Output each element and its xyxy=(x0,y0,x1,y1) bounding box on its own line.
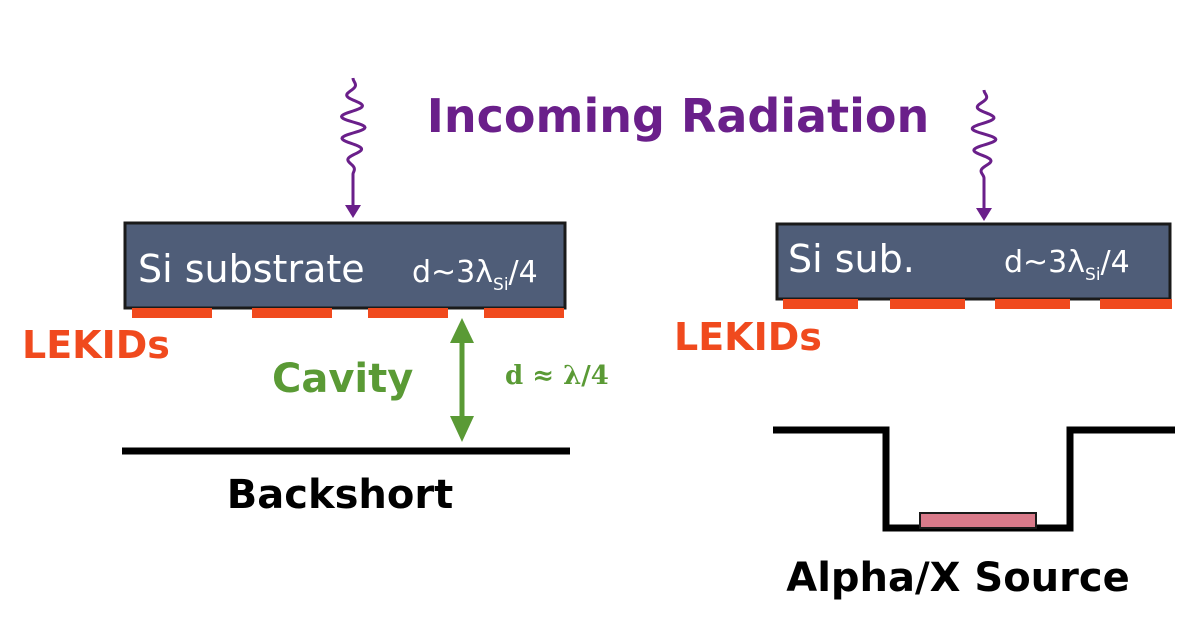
lekids-right-label: LEKIDs xyxy=(674,315,822,359)
si-substrate-left-label: Si substrate xyxy=(138,247,365,291)
lekid-strip-left-2 xyxy=(252,308,332,318)
lekid-strip-right-2 xyxy=(890,299,965,309)
thickness-right-suffix: /4 xyxy=(1101,245,1130,280)
cavity-spacing-label: d ≈ λ/4 xyxy=(505,361,609,391)
si-substrate-left xyxy=(123,221,567,310)
radiation-wave-right-icon xyxy=(970,89,998,209)
thickness-left: d~3λSi/4 xyxy=(412,255,538,295)
alpha-x-source-label: Alpha/X Source xyxy=(786,555,1129,601)
radiation-arrowhead-right-icon xyxy=(976,208,992,221)
title: Incoming Radiation xyxy=(427,89,929,143)
lekid-strip-right-4 xyxy=(1100,299,1172,309)
thickness-right: d~3λSi/4 xyxy=(1004,245,1130,285)
lekid-strip-left-4 xyxy=(484,308,564,318)
thickness-right-sub: Si xyxy=(1085,265,1101,285)
si-substrate-right-label: Si sub. xyxy=(788,237,915,281)
lekid-strip-right-3 xyxy=(995,299,1070,309)
lekid-strip-right-1 xyxy=(783,299,858,309)
cavity-label: Cavity xyxy=(272,356,413,402)
cavity-arrowhead-down-icon xyxy=(450,416,474,442)
thickness-left-prefix: d~3λ xyxy=(412,255,493,290)
lekids-left-label: LEKIDs xyxy=(22,323,170,367)
lekid-strip-left-3 xyxy=(368,308,448,318)
radiation-wave-left-icon xyxy=(339,77,367,206)
thickness-left-suffix: /4 xyxy=(509,255,538,290)
radiation-arrowhead-left-icon xyxy=(345,205,361,218)
thickness-left-sub: Si xyxy=(493,275,509,295)
si-substrate-right xyxy=(775,222,1172,301)
thickness-right-prefix: d~3λ xyxy=(1004,245,1085,280)
cavity-arrowhead-up-icon xyxy=(450,318,474,343)
lekid-strip-left-1 xyxy=(132,308,212,318)
alpha-x-source xyxy=(919,512,1037,529)
backshort-label: Backshort xyxy=(227,472,453,518)
